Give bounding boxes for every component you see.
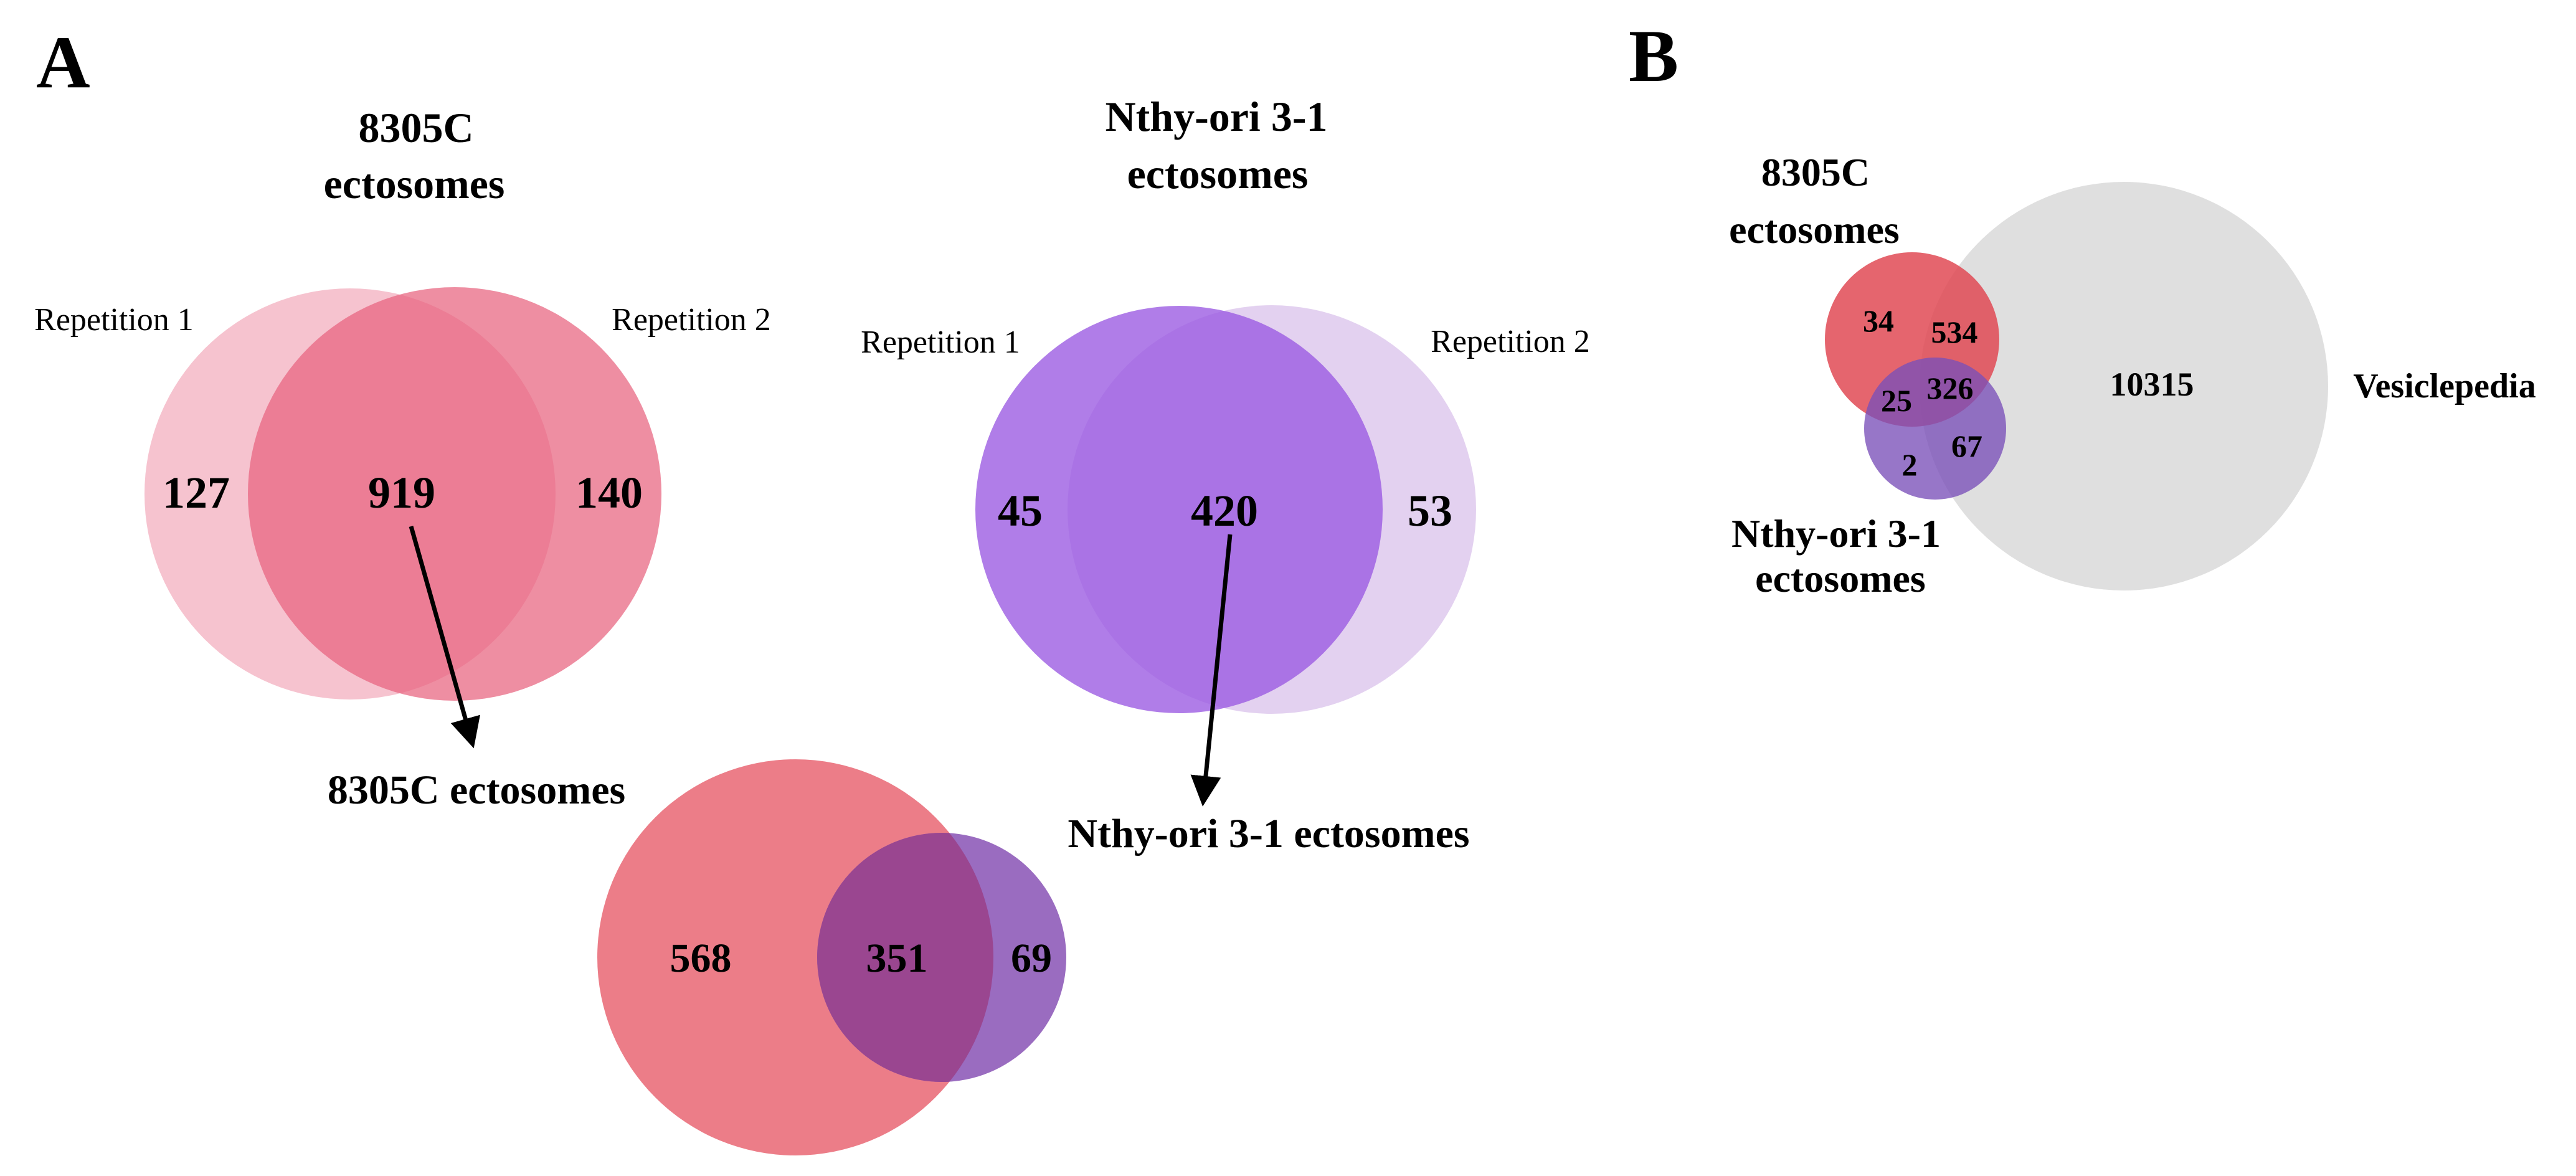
venn-compare-nthy-label: Nthy-ori 3-1 ectosomes <box>1068 811 1469 856</box>
count-nthy-vesiclepedia: 67 <box>1951 429 1982 463</box>
venn-8305c-left-only-count: 127 <box>163 468 230 518</box>
venn-8305c-title-line1: 8305C <box>358 104 473 151</box>
venn-8305c-repetition1-label: Repetition 1 <box>34 302 194 338</box>
count-8305c-vesiclepedia: 534 <box>1931 315 1978 349</box>
venn-8305c-repetition2-label: Repetition 2 <box>612 302 771 338</box>
arrow-8305c <box>409 526 480 749</box>
count-nthy-only: 2 <box>1902 447 1918 482</box>
venn-nthy-right-only-count: 53 <box>1408 486 1452 536</box>
vesiclepedia-circle <box>1920 182 2328 590</box>
count-8305c-only: 34 <box>1863 303 1894 338</box>
count-vesiclepedia-only: 10315 <box>2110 366 2194 403</box>
venn-nthy-title-line2: ectosomes <box>1127 150 1309 197</box>
nthy-ectosomes-label-line2: ectosomes <box>1755 556 1926 600</box>
vesiclepedia-label: Vesiclepedia <box>2353 367 2536 405</box>
arrow-nthy <box>1190 534 1233 807</box>
venn-8305c-right-only-count: 140 <box>575 468 643 518</box>
venn-nthy-overlap-count: 420 <box>1191 486 1258 536</box>
count-8305c-nthy: 25 <box>1881 383 1912 418</box>
panel-b-label: B <box>1629 14 1679 97</box>
8305c-ectosomes-label-line2: ectosomes <box>1729 207 1900 252</box>
venn-8305c-overlap-count: 919 <box>368 468 435 518</box>
8305c-ectosomes-label-line1: 8305C <box>1761 150 1870 194</box>
nthy-ectosomes-label-line1: Nthy-ori 3-1 <box>1731 511 1941 556</box>
venn-compare-8305c-label: 8305C ectosomes <box>328 767 625 813</box>
venn-compare-nthy-only-count: 69 <box>1011 936 1052 981</box>
venn-nthy-left-only-count: 45 <box>998 486 1043 536</box>
venn-8305c-title-line2: ectosomes <box>324 160 505 207</box>
venn-compare-8305c-only-count: 568 <box>670 936 732 981</box>
venn-nthy: Nthy-ori 3-1 ectosomes Repetition 1 Repe… <box>861 93 1590 807</box>
venn-nthy-repetition1-circle <box>975 306 1383 713</box>
venn-compare: 8305C ectosomes Nthy-ori 3-1 ectosomes 5… <box>328 759 1470 1155</box>
venn-compare-overlap-count: 351 <box>866 936 928 981</box>
venn-compare-overlap-region <box>817 833 993 1082</box>
venn-nthy-title-line1: Nthy-ori 3-1 <box>1106 93 1328 140</box>
nthy-ectosomes-circle <box>1864 358 2006 500</box>
venn-8305c-repetition2-circle <box>248 287 661 701</box>
venn-nthy-repetition2-label: Repetition 2 <box>1431 324 1590 359</box>
venn-8305c: 8305C ectosomes Repetition 1 Repetition … <box>34 104 771 749</box>
panel-a-label: A <box>36 21 90 103</box>
count-all-three: 326 <box>1927 371 1974 405</box>
venn-nthy-repetition1-label: Repetition 1 <box>861 325 1020 360</box>
venn-vesiclepedia: 8305C ectosomes Nthy-ori 3-1 ectosomes V… <box>1729 150 2536 600</box>
